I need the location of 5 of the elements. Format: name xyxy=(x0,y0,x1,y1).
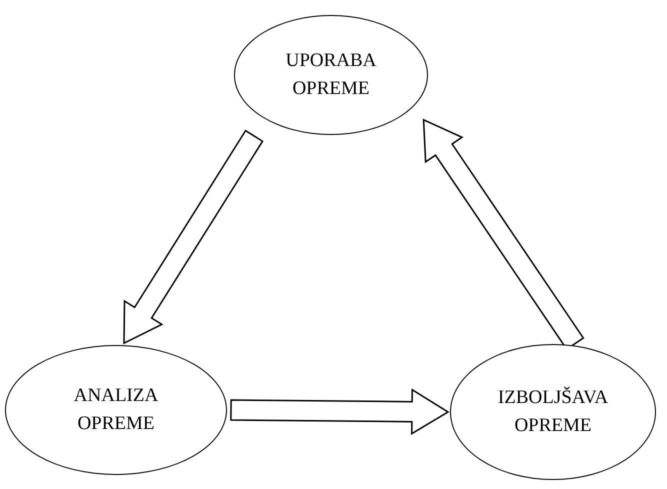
block-arrow xyxy=(230,388,450,436)
node-label: ANALIZA OPREME xyxy=(72,384,160,436)
node-label: IZBOLJŠAVA OPREME xyxy=(496,386,610,438)
block-arrow xyxy=(123,130,264,344)
node-label: UPORABA OPREME xyxy=(284,49,378,101)
